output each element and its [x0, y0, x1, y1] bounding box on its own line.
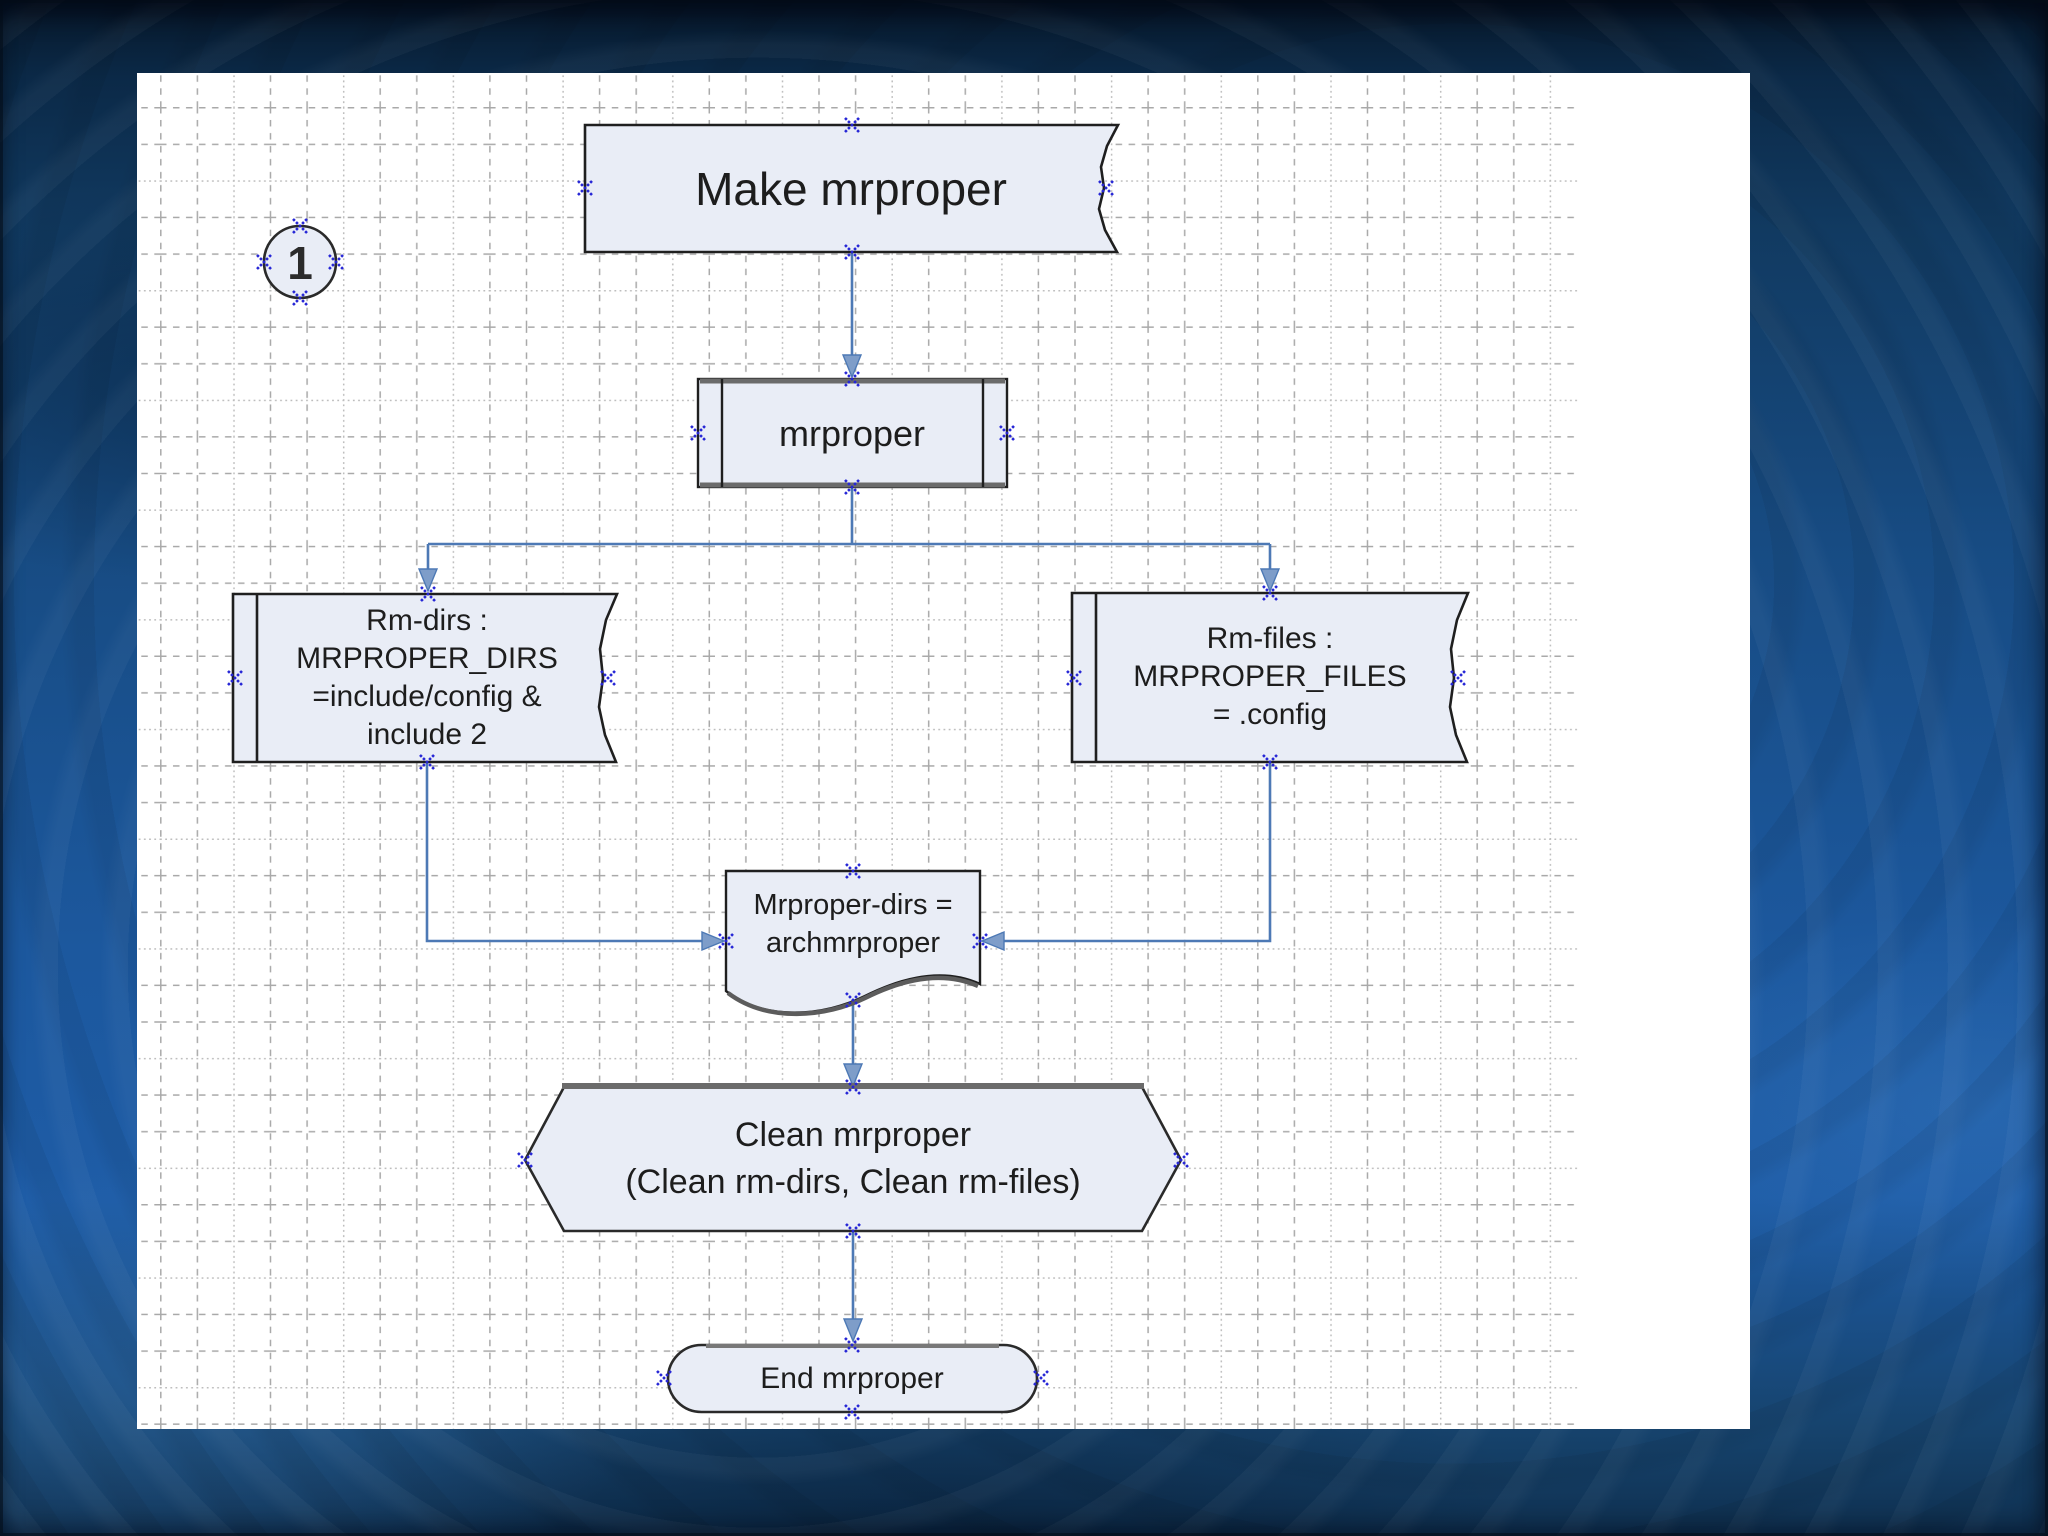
shape-shadow-edge: [700, 378, 1005, 488]
end-node-label: End mrproper: [760, 1362, 944, 1395]
shape-shadow-edge: [726, 975, 979, 1017]
arrow-down-icon: [842, 1318, 864, 1343]
clean-node-label: Clean mrproper (Clean rm-dirs, Clean rm-…: [625, 1112, 1080, 1206]
rm-files-line-3: = .config: [1212, 698, 1328, 731]
rm-dirs-line-2: MRPROPER_DIRS: [296, 642, 558, 675]
connection-points-circle: [256, 218, 344, 306]
arrow-down-icon: [841, 354, 863, 379]
document-line-2: archmrproper: [765, 927, 941, 959]
connection-points-process: [690, 371, 1015, 495]
connection-points-rm-files: [1066, 585, 1466, 770]
rm-files-line-2: MRPROPER_FILES: [1133, 660, 1407, 693]
rm-dirs-line-1: Rm-dirs :: [366, 604, 488, 637]
diagram-canvas: Make mrproper 1 mrproper Rm-dirs : MRPRO…: [137, 73, 1750, 1429]
arrow-left-icon: [980, 930, 1005, 952]
rm-files-node-label: Rm-files : MRPROPER_FILES = .config: [1133, 620, 1406, 734]
rm-files-line-1: Rm-files :: [1206, 622, 1334, 655]
page-number: 1: [287, 237, 313, 289]
rm-dirs-line-4: include 2: [366, 718, 488, 751]
process-node-shape[interactable]: [696, 377, 1009, 489]
connector-process-branch[interactable]: [417, 487, 1281, 593]
connection-points-clean: [517, 1079, 1189, 1239]
document-line-1: Mrproper-dirs =: [753, 889, 953, 921]
connection-points-document: [718, 863, 988, 1008]
arrow-down-icon: [842, 1063, 864, 1088]
document-node-label: Mrproper-dirs = archmrproper: [753, 886, 952, 962]
connector-rmfiles-to-document[interactable]: [980, 762, 1272, 952]
process-node-label: mrproper: [778, 413, 926, 454]
clean-line-2: (Clean rm-dirs, Clean rm-files): [625, 1163, 1081, 1201]
start-node-label: Make mrproper: [695, 163, 1007, 215]
clean-line-1: Clean mrproper: [734, 1116, 972, 1154]
connector-start-to-process[interactable]: [841, 252, 863, 379]
connector-document-to-clean[interactable]: [842, 1000, 864, 1088]
connector-rmdirs-to-document[interactable]: [425, 762, 726, 952]
arrow-down-icon: [417, 568, 439, 593]
rm-dirs-line-3: =include/config &: [312, 680, 542, 713]
arrow-down-icon: [1259, 568, 1281, 593]
connector-clean-to-end[interactable]: [842, 1231, 864, 1343]
connection-points-rm-dirs: [227, 586, 616, 770]
rm-dirs-node-shape[interactable]: [231, 592, 619, 764]
arrow-right-icon: [701, 930, 726, 952]
connection-points-end: [656, 1337, 1049, 1420]
document-node-shape[interactable]: [724, 869, 982, 1017]
connection-points-start: [577, 117, 1114, 260]
rm-dirs-node-label: Rm-dirs : MRPROPER_DIRS =include/config …: [296, 602, 558, 754]
